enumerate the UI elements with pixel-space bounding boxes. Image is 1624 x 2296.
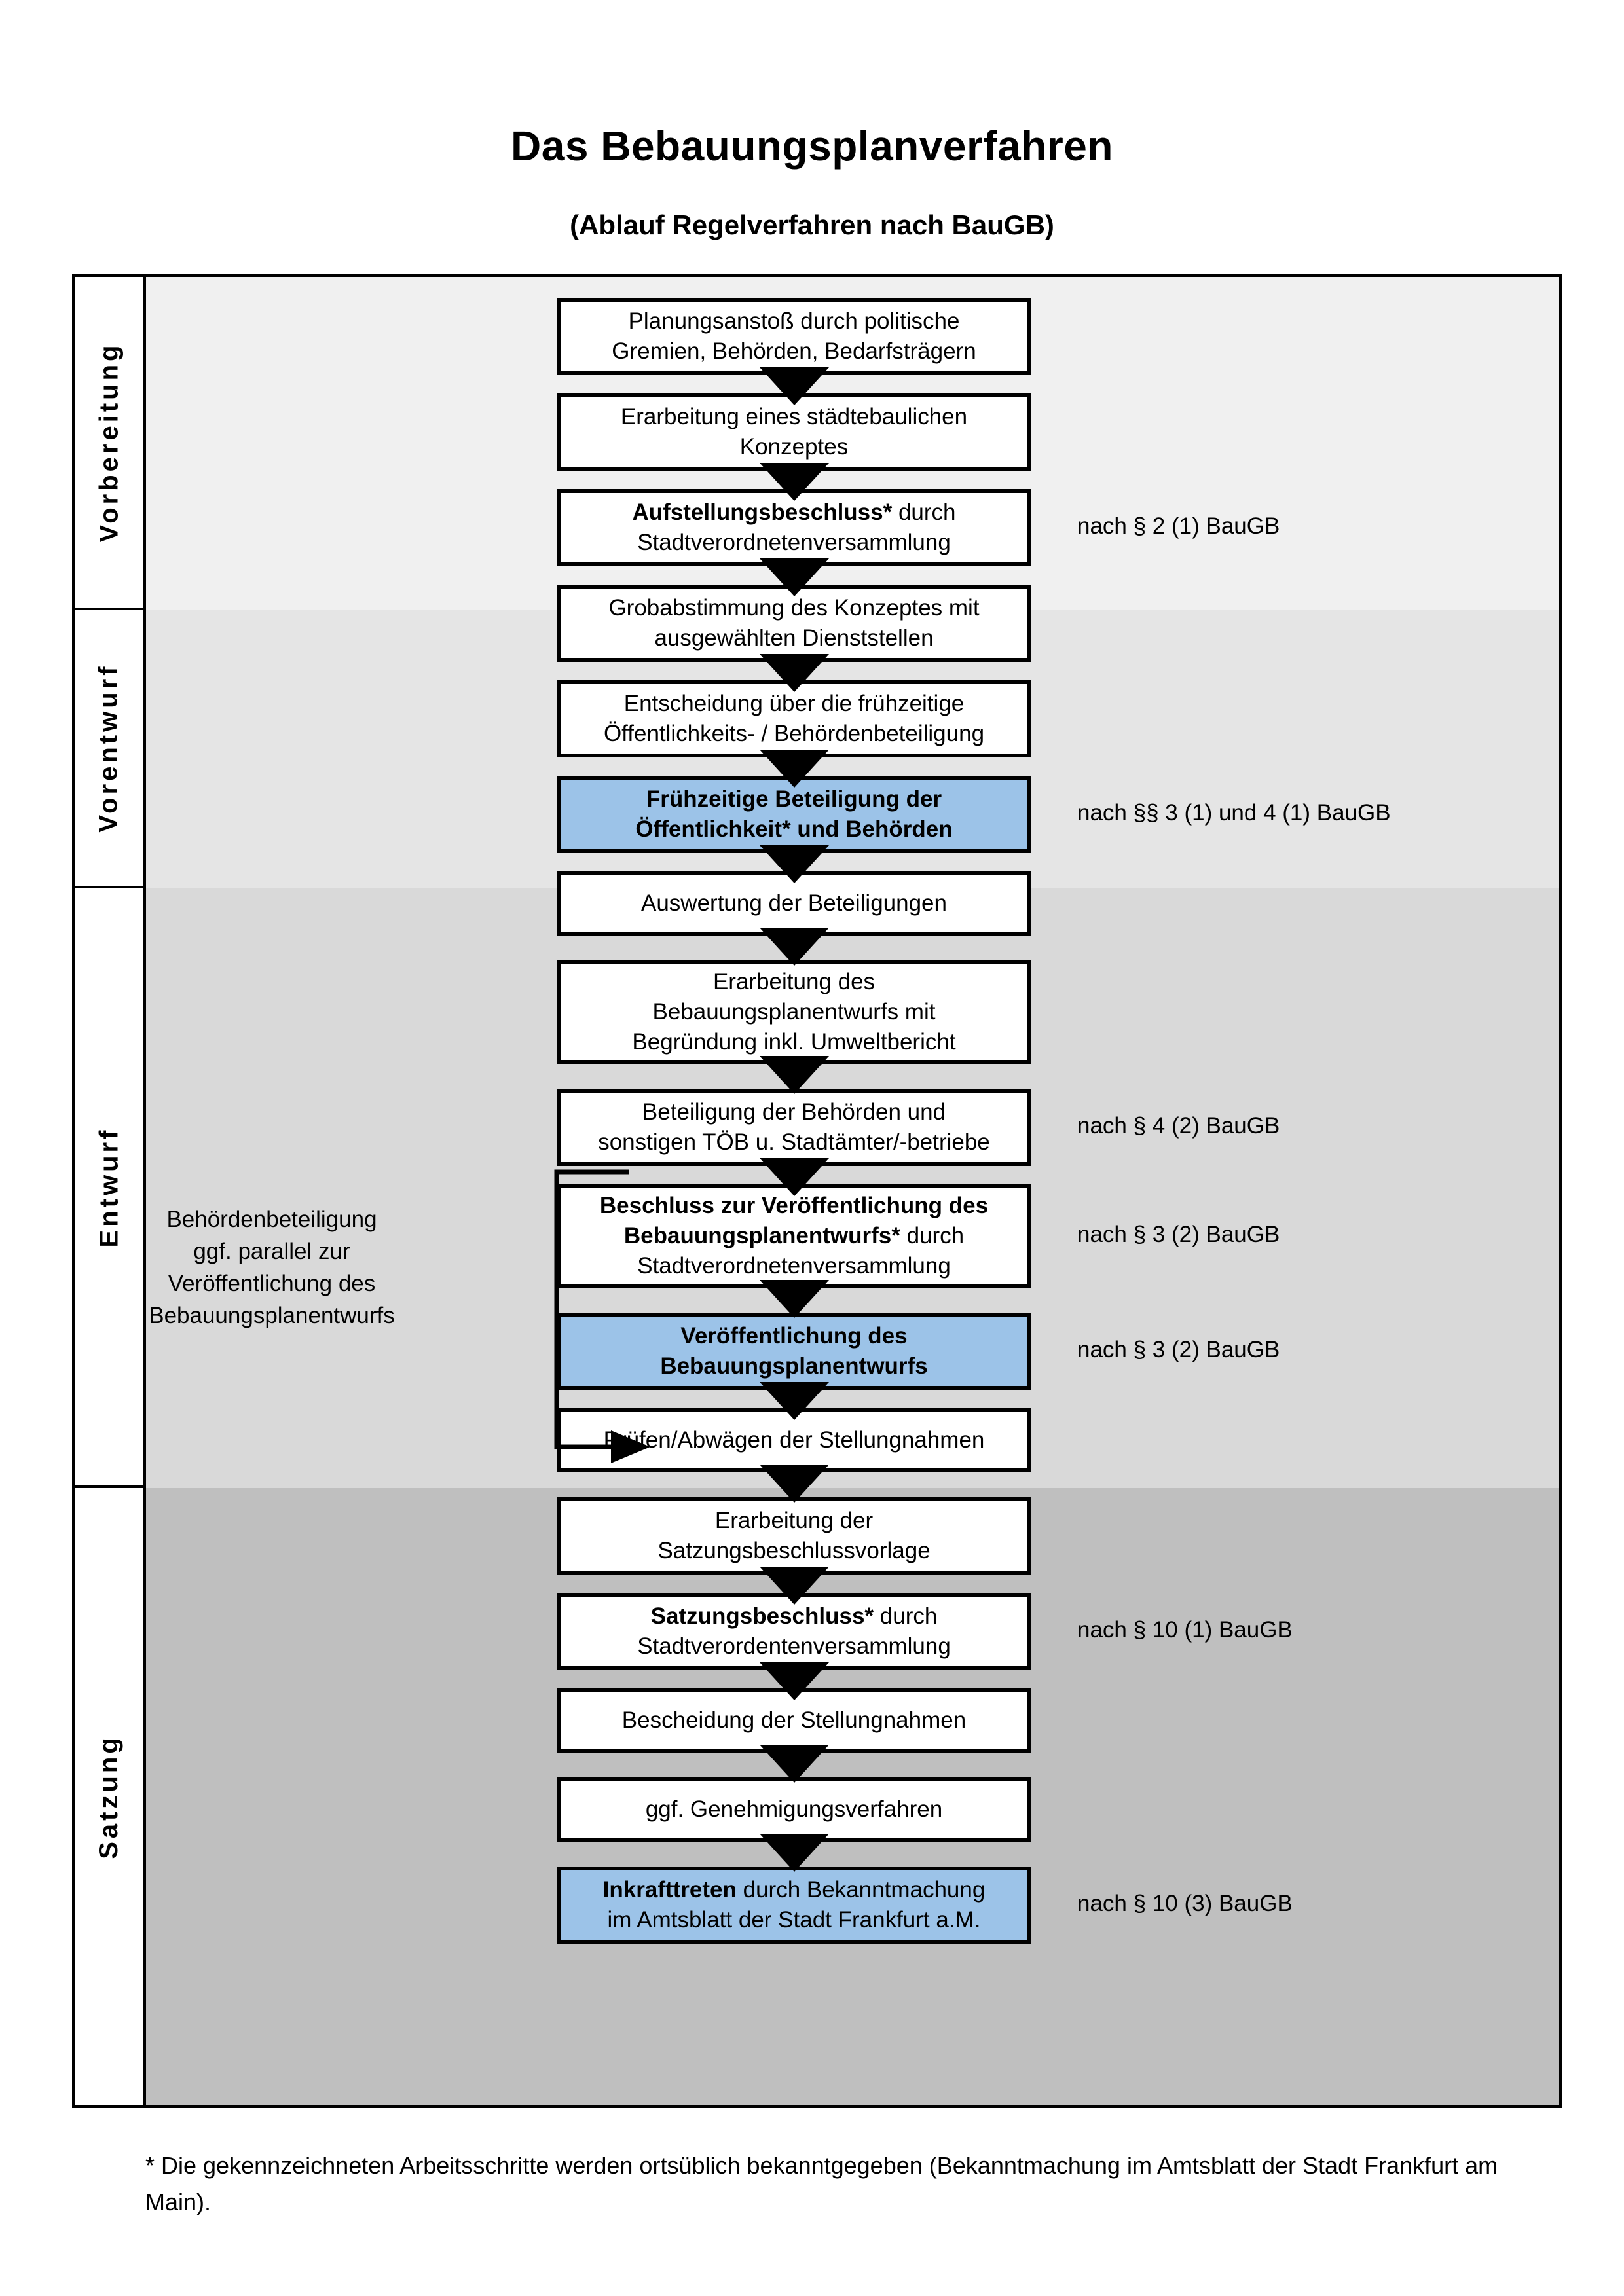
- flow-step-line: ggf. Genehmigungsverfahren: [645, 1796, 943, 1822]
- flow-arrow: [759, 1465, 829, 1503]
- flow-step-line: Erarbeitung des: [712, 968, 876, 994]
- flow-step-line: Bebauungsplanentwurfs: [660, 1353, 928, 1379]
- flow-step-line: Grobabstimmung des Konzeptes mit: [608, 594, 980, 621]
- sidenote-line: Veröffentlichung des: [168, 1271, 376, 1296]
- flow-arrow: [759, 1158, 829, 1196]
- sidenote-line: ggf. parallel zur: [193, 1239, 350, 1264]
- legal-reference-ref-7: nach § 10 (3) BauGB: [1077, 1891, 1293, 1916]
- flow-arrow: [759, 928, 829, 966]
- flow-arrow: [759, 463, 829, 501]
- flow-arrow: [759, 558, 829, 596]
- flow-step-line: Planungsanstoß durch politische: [628, 308, 960, 334]
- phase-label-entwurf: Entwurf: [75, 888, 143, 1488]
- phase-label-vorentwurf: Vorentwurf: [75, 610, 143, 888]
- flow-step-line: sonstigen TÖB u. Stadtämter/-betriebe: [598, 1129, 990, 1155]
- flow-step-line: Konzeptes: [739, 434, 849, 460]
- flow-step-line: Erarbeitung der: [714, 1507, 874, 1533]
- flow-step-line: Satzungsbeschluss* durch: [650, 1603, 938, 1629]
- flow-step-step-16: ggf. Genehmigungsverfahren: [557, 1777, 1031, 1842]
- flow-step-line: Auswertung der Beteiligungen: [641, 890, 947, 916]
- flow-step-line: Begründung inkl. Umweltbericht: [632, 1029, 956, 1055]
- phase-label-vorbereitung: Vorbereitung: [75, 277, 143, 610]
- legal-reference-ref-2: nach §§ 3 (1) und 4 (1) BauGB: [1077, 800, 1391, 826]
- flow-step-line: Inkrafttreten durch Bekanntmachung: [602, 1876, 986, 1903]
- legal-reference-ref-4: nach § 3 (2) BauGB: [1077, 1222, 1280, 1247]
- flow-step-line: Beschluss zur Veröffentlichung des: [599, 1192, 989, 1218]
- flow-arrow: [759, 1662, 829, 1700]
- flow-step-line: Aufstellungsbeschluss* durch: [632, 499, 956, 525]
- flow-arrow: [759, 367, 829, 405]
- flow-step-line: Veröffentlichung des: [680, 1322, 908, 1349]
- flow-step-line: Öffentlichkeits- / Behördenbeteiligung: [603, 721, 985, 746]
- legal-reference-ref-5: nach § 3 (2) BauGB: [1077, 1337, 1280, 1362]
- flow-step-step-9: Beteiligung der Behörden und sonstigen TÖ…: [557, 1089, 1031, 1166]
- flow-arrow: [759, 1745, 829, 1783]
- legal-reference-ref-3: nach § 4 (2) BauGB: [1077, 1113, 1280, 1139]
- legal-reference-ref-1: nach § 2 (1) BauGB: [1077, 513, 1280, 539]
- flow-arrow: [759, 1567, 829, 1605]
- flow-step-line: Bescheidung der Stellungnahmen: [621, 1707, 967, 1733]
- flow-step-line: Beteiligung der Behörden und: [642, 1099, 946, 1125]
- flow-step-line: Stadtverordentenversammlung: [637, 1633, 951, 1659]
- flow-step-line: Bebauungsplanentwurfs* durch: [623, 1222, 965, 1248]
- sidenote-line: Bebauungsplanentwurfs: [149, 1303, 395, 1328]
- flow-step-line: Frühzeitige Beteiligung der: [646, 786, 942, 812]
- footnote: * Die gekennzeichneten Arbeitsschritte w…: [145, 2152, 1498, 2215]
- flow-step-line: Satzungsbeschlussvorlage: [657, 1538, 931, 1563]
- flow-step-line: Erarbeitung eines städtebaulichen: [620, 403, 968, 429]
- flow-step-line: Stadtverordnetenversammlung: [637, 1253, 951, 1279]
- flow-step-line: ausgewählten Dienststellen: [654, 625, 934, 651]
- phase-label-text: Vorbereitung: [94, 342, 123, 543]
- sidenote-line: Behördenbeteiligung: [166, 1207, 377, 1232]
- flow-step-line: Öffentlichkeit* und Behörden: [635, 816, 953, 842]
- flow-arrow: [759, 1056, 829, 1094]
- phase-label-text: Entwurf: [94, 1127, 123, 1247]
- flow-step-line: Bebauungsplanentwurfs mit: [652, 998, 936, 1025]
- flow-step-line: Prüfen/Abwägen der Stellungnahmen: [603, 1427, 985, 1453]
- flow-step-line: Gremien, Behörden, Bedarfsträgern: [612, 338, 976, 364]
- flow-step-line: im Amtsblatt der Stadt Frankfurt a.M.: [607, 1907, 981, 1933]
- legal-reference-ref-6: nach § 10 (1) BauGB: [1077, 1617, 1293, 1643]
- flow-arrow: [759, 1382, 829, 1420]
- flow-arrow: [759, 1280, 829, 1318]
- flow-arrow: [759, 654, 829, 692]
- phase-label-text: Vorentwurf: [94, 663, 123, 833]
- flow-step-line: Stadtverordnetenversammlung: [637, 530, 951, 555]
- phase-label-satzung: Satzung: [75, 1488, 143, 2105]
- phase-label-text: Satzung: [94, 1734, 124, 1859]
- flow-arrow: [759, 845, 829, 883]
- flow-step-step-17: Inkrafttreten durch Bekanntmachung im Amt…: [557, 1867, 1031, 1944]
- flow-step-line: Entscheidung über die frühzeitige: [623, 690, 965, 716]
- page-subtitle: (Ablauf Regelverfahren nach BauGB): [570, 210, 1054, 240]
- flow-arrow: [759, 750, 829, 788]
- flow-arrow: [759, 1834, 829, 1872]
- page-title: Das Bebauungsplanverfahren: [511, 122, 1113, 170]
